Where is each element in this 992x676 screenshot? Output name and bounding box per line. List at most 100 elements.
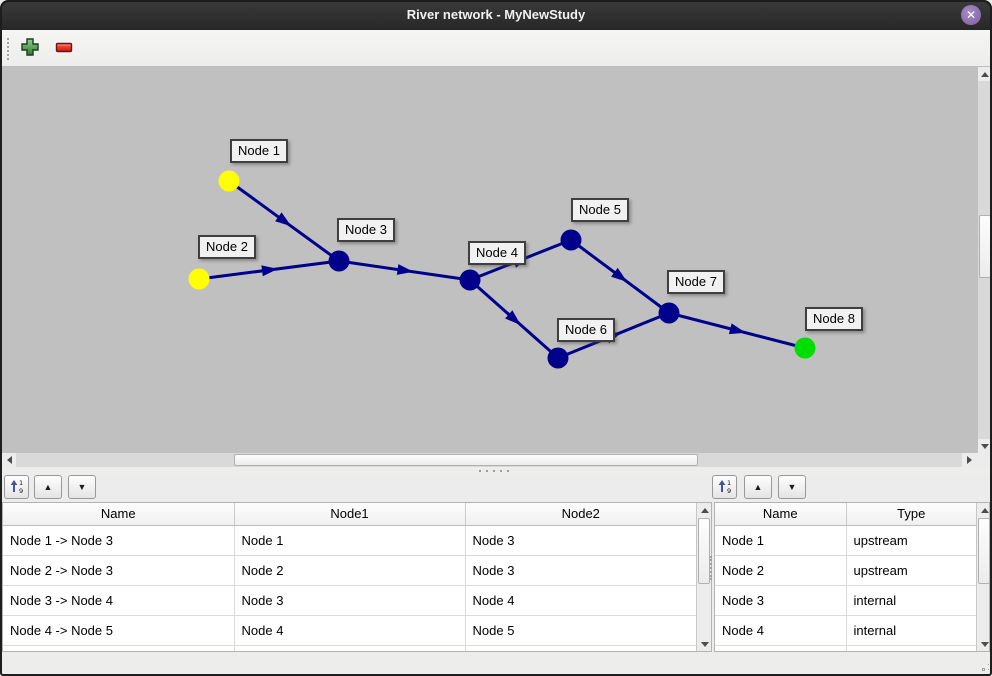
svg-text:1: 1 [19,479,23,487]
triangle-left-icon [6,456,12,464]
triangle-down-icon [981,641,989,647]
nodes-move-down-button[interactable]: ▼ [778,475,806,499]
flow-arrow-icon [728,323,746,335]
table-cell[interactable]: Node 2 [234,555,466,586]
connections-table-scrollbar[interactable] [696,503,711,651]
nodes-move-up-button[interactable]: ▲ [744,475,772,499]
canvas-vertical-scrollbar[interactable] [978,67,992,453]
table-row[interactable] [3,645,696,651]
column-header[interactable]: Name [715,503,847,526]
river-node[interactable] [560,229,582,251]
river-node[interactable] [218,170,240,192]
column-header[interactable]: Type [846,503,976,526]
flow-arrow-icon [275,212,292,227]
vertical-scroll-thumb[interactable] [698,518,710,584]
minus-icon [54,37,74,60]
river-node[interactable] [188,268,210,290]
horizontal-splitter[interactable] [0,467,992,475]
table-cell[interactable]: Node 1 -> Node 3 [3,525,235,556]
scroll-up-button[interactable] [978,503,989,517]
close-icon[interactable]: ✕ [961,5,981,25]
column-header[interactable]: Node2 [465,503,696,526]
river-node[interactable] [547,347,569,369]
svg-text:9: 9 [727,487,731,494]
vertical-scroll-thumb[interactable] [978,518,989,584]
nodes-table-scrollbar[interactable] [976,503,989,651]
table-cell[interactable]: Node 3 -> Node 4 [3,585,235,616]
resize-grip[interactable] [983,669,984,670]
table-cell[interactable] [234,645,466,651]
table-cell[interactable]: Node 3 [715,585,847,616]
triangle-right-icon [966,456,972,464]
table-row[interactable] [715,645,976,651]
table-cell[interactable]: internal [846,585,976,616]
table-cell[interactable]: Node 4 [465,585,696,616]
table-cell[interactable]: internal [846,615,976,646]
up-arrow-icon: ▲ [753,482,763,492]
scroll-right-button[interactable] [962,453,976,467]
table-cell[interactable]: Node 4 [715,615,847,646]
nodes-sort-button[interactable]: 1 9 [712,475,737,499]
connections-sort-button[interactable]: 1 9 [4,475,29,499]
title-bar[interactable]: River network - MyNewStudy ✕ [0,0,992,30]
table-cell[interactable] [465,645,696,651]
river-node[interactable] [794,337,816,359]
node-label: Node 6 [557,318,615,342]
flow-arrow-icon [261,265,278,277]
triangle-up-icon [981,71,989,77]
vertical-splitter[interactable] [710,556,713,580]
scroll-up-button[interactable] [978,67,992,81]
table-cell[interactable]: Node 2 [715,555,847,586]
toolbar-drag-handle[interactable] [7,38,10,60]
up-arrow-icon: ▲ [43,482,53,492]
table-cell[interactable]: Node 1 [234,525,466,556]
river-node[interactable] [328,250,350,272]
plus-icon [20,37,40,60]
table-cell[interactable]: Node 4 [234,615,466,646]
down-arrow-icon: ▼ [77,482,87,492]
table-cell[interactable]: upstream [846,555,976,586]
table-cell[interactable]: upstream [846,525,976,556]
river-node[interactable] [459,269,481,291]
horizontal-scroll-thumb[interactable] [234,454,698,466]
table-cell[interactable] [3,645,235,651]
table-cell[interactable]: Node 2 -> Node 3 [3,555,235,586]
scroll-left-button[interactable] [2,453,16,467]
table-cell[interactable]: Node 5 [465,615,696,646]
table-cell[interactable]: Node 3 [465,555,696,586]
triangle-up-icon [701,507,709,513]
table-cell[interactable] [715,645,847,651]
vertical-scroll-thumb[interactable] [979,215,991,278]
connections-move-down-button[interactable]: ▼ [68,475,96,499]
canvas-horizontal-scrollbar[interactable] [2,453,976,467]
connections-move-up-button[interactable]: ▲ [34,475,62,499]
remove-button[interactable] [50,34,78,62]
scroll-up-button[interactable] [698,503,711,517]
scroll-down-button[interactable] [698,637,711,651]
table-cell[interactable]: Node 1 [715,525,847,556]
river-node[interactable] [658,302,680,324]
table-cell[interactable]: Node 3 [465,525,696,556]
triangle-down-icon [981,443,989,449]
column-header[interactable]: Node1 [234,503,466,526]
scroll-down-button[interactable] [978,637,989,651]
add-button[interactable] [16,34,44,62]
table-cell[interactable] [846,645,976,651]
node-label: Node 3 [337,218,395,242]
table-cell[interactable]: Node 3 [234,585,466,616]
column-header[interactable]: Name [3,503,235,526]
table-cell[interactable]: Node 4 -> Node 5 [3,615,235,646]
scroll-down-button[interactable] [978,439,992,453]
